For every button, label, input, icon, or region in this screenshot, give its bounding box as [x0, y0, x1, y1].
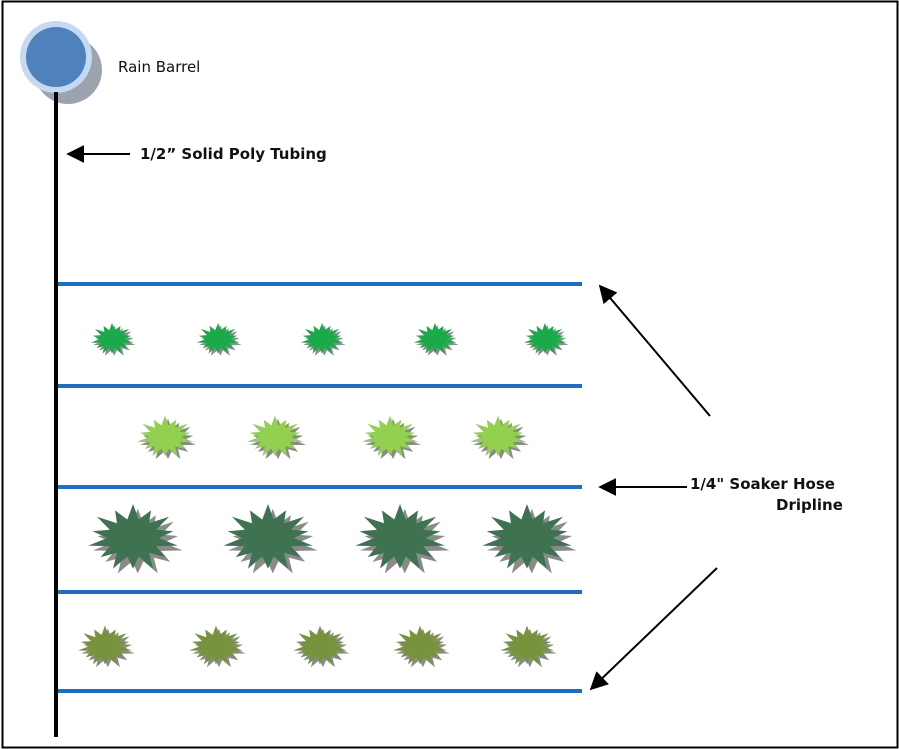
plant-row-2-2	[247, 415, 306, 460]
soaker-label-line1: 1/4" Soaker Hose	[690, 475, 835, 493]
soaker-hose-label: 1/4" Soaker Hose Dripline	[690, 474, 899, 516]
plant-row-3-4	[482, 504, 577, 574]
plant-row-3-1	[88, 504, 183, 574]
plant-row-4-1	[78, 625, 135, 668]
soaker-arrow-top	[598, 284, 711, 417]
plant-row-4-3	[293, 625, 350, 668]
rain-barrel-label: Rain Barrel	[118, 58, 201, 76]
soaker-arrow-bottom	[589, 567, 718, 691]
plant-rows	[78, 322, 577, 668]
tubing-label: 1/2” Solid Poly Tubing	[140, 145, 327, 163]
plant-row-1-2	[196, 322, 242, 356]
plant-row-1-4	[413, 322, 459, 356]
plant-row-2-4	[470, 415, 529, 460]
plant-row-1-3	[300, 322, 346, 356]
soaker-label-line2: Dripline	[776, 496, 843, 514]
plant-row-4-2	[189, 625, 246, 668]
plant-row-3-3	[355, 504, 450, 574]
plant-row-4-4	[393, 625, 450, 668]
plant-row-4-5	[500, 625, 557, 668]
plant-row-2-1	[137, 415, 196, 460]
plant-row-1-5	[523, 322, 569, 356]
plant-row-1-1	[90, 322, 136, 356]
soaker-driplines	[58, 282, 582, 693]
plant-row-2-3	[362, 415, 421, 460]
rain-barrel-icon	[20, 21, 102, 104]
plant-row-3-2	[223, 504, 318, 574]
